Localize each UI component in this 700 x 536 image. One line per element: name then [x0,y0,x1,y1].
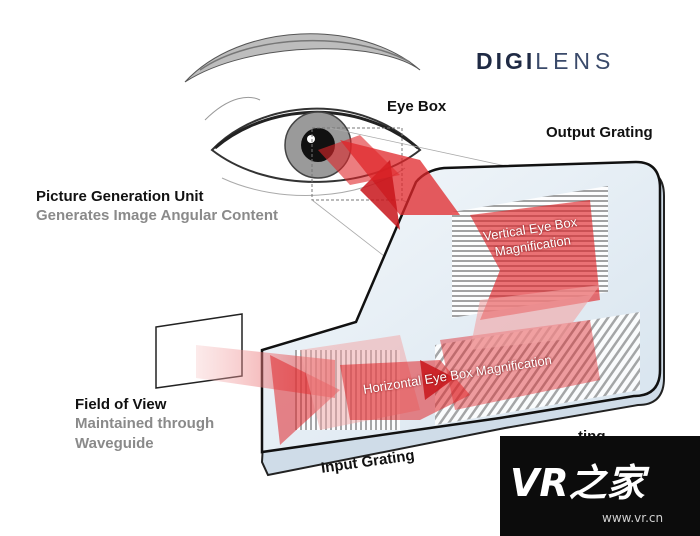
watermark-logo: VR之家 [510,461,645,505]
pgu-title: Picture Generation Unit [36,188,204,205]
watermark-block [500,436,700,536]
light-beams [196,135,600,445]
fov-description-2: Waveguide [75,435,154,452]
digilens-logo: DIGILENS [476,48,616,74]
fov-title: Field of View [75,396,167,413]
pgu-description: Generates Image Angular Content [36,207,278,224]
fov-description-1: Maintained through [75,415,215,432]
output-grating-label: Output Grating [546,124,653,141]
eye-box-label: Eye Box [387,98,447,115]
watermark-url: www.vr.cn [602,511,664,525]
